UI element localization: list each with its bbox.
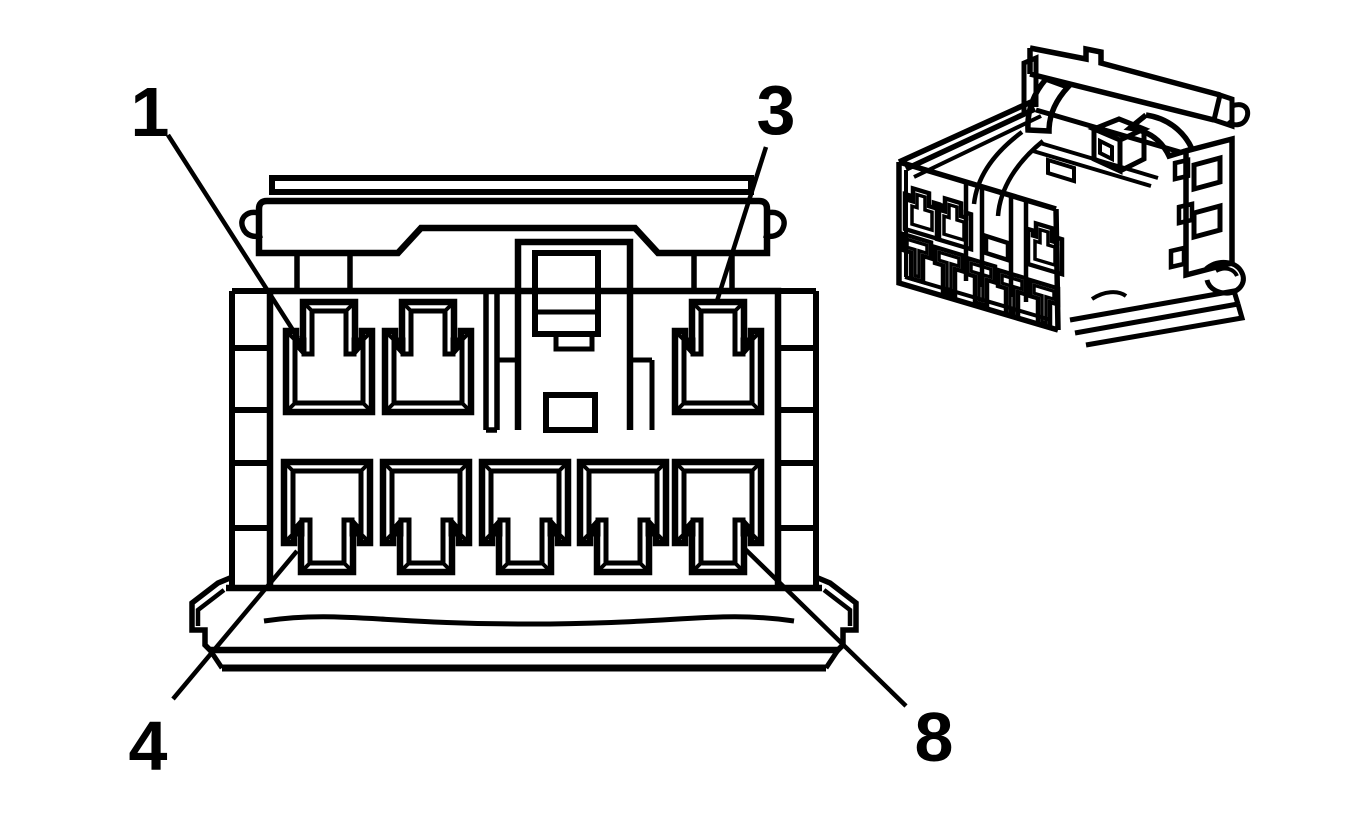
shroud [239, 197, 787, 291]
skirt-ear-left [189, 575, 232, 654]
iso-rail-hook [1204, 260, 1246, 296]
callout-labels: 1 3 4 8 [129, 71, 954, 785]
cavity-1 [286, 302, 372, 412]
callout-label-1: 1 [131, 73, 170, 151]
iso-cavity-1 [905, 186, 939, 239]
leader-line-4 [171, 549, 299, 701]
cavity-4 [284, 462, 370, 572]
iso-cavity-5 [935, 247, 963, 297]
callout-label-8: 8 [915, 698, 954, 776]
leader-line-1 [166, 133, 300, 340]
latch-tab [553, 331, 595, 352]
latch-window [532, 250, 601, 337]
shroud-channels [294, 253, 735, 291]
cavity-top-row [286, 302, 761, 412]
iso-foot-rail [1069, 260, 1246, 348]
body-outline [266, 287, 782, 585]
iso-index-window [983, 232, 1011, 264]
shroud-hook-left [239, 209, 264, 240]
shroud-hook-right [762, 209, 787, 240]
index-slot [543, 392, 598, 433]
cavity-bottom-row [284, 462, 761, 572]
skirt [189, 575, 859, 672]
latch-tower [483, 238, 655, 433]
cap-bar [269, 175, 754, 195]
cavity-3 [675, 302, 761, 412]
iso-beam-hook [1226, 102, 1251, 128]
callout-label-3: 3 [757, 71, 796, 149]
leader-line-3 [714, 146, 769, 302]
cavity-6 [482, 462, 568, 572]
connector-isometric-view [896, 45, 1251, 348]
ladder-rail-left [229, 288, 270, 585]
iso-latch-wall [1168, 135, 1235, 279]
connector-front-view [189, 175, 859, 672]
callout-leader-lines [166, 133, 908, 708]
iso-post [1087, 116, 1151, 175]
cavity-8 [675, 462, 761, 572]
ladder-rail-right [778, 288, 819, 585]
cavity-7 [580, 462, 666, 572]
iso-cavities [903, 186, 1062, 330]
leader-line-8 [743, 547, 908, 708]
cavity-2 [385, 302, 471, 412]
callout-label-4: 4 [129, 707, 168, 785]
iso-beam-support [1021, 54, 1039, 112]
iso-wire-channels [971, 130, 1045, 217]
iso-body [896, 99, 1181, 333]
cavity-5 [383, 462, 469, 572]
